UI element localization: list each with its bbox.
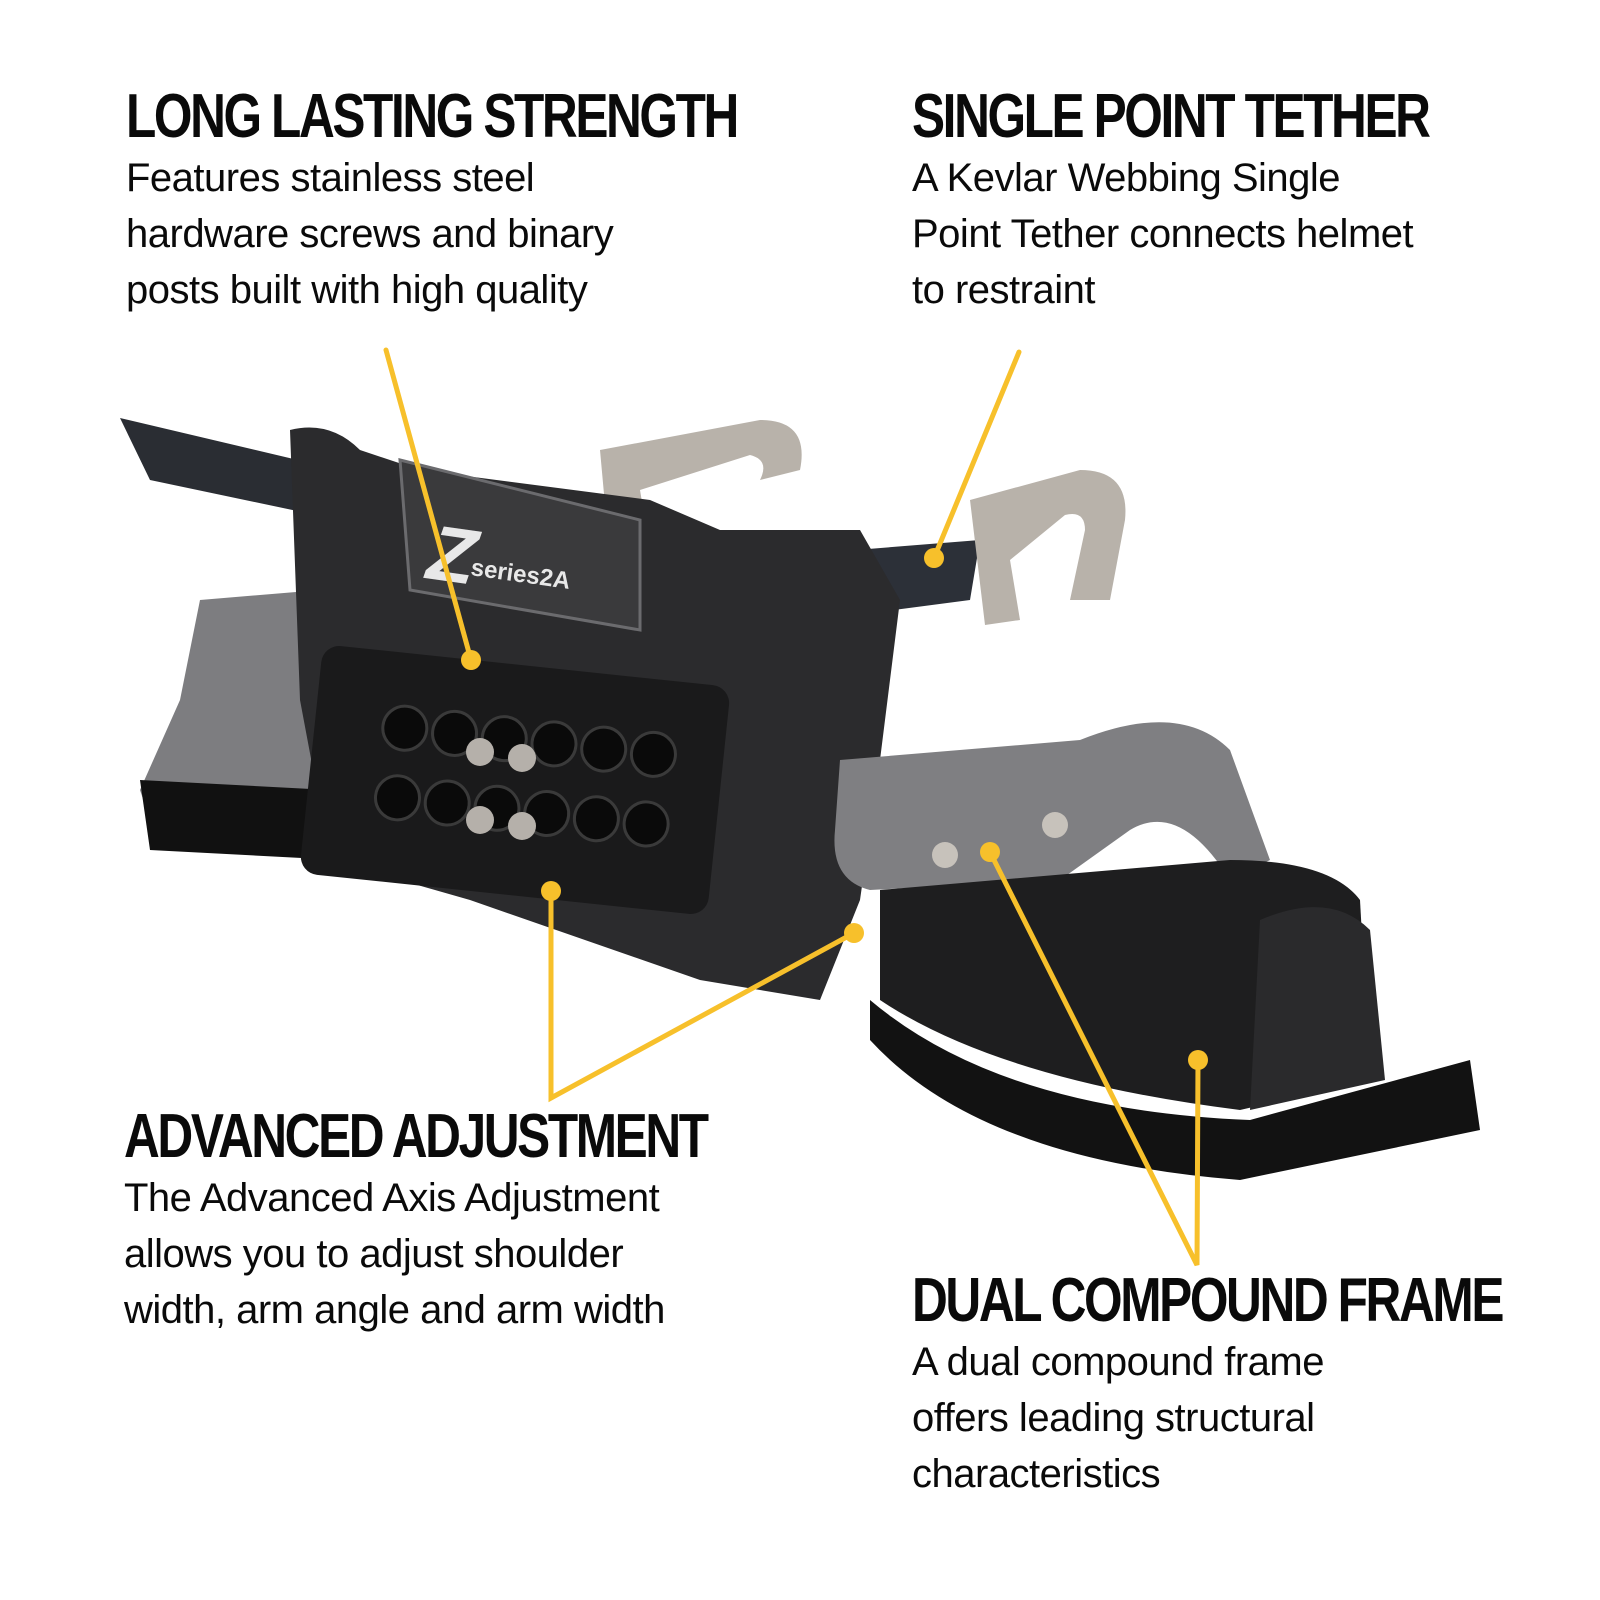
left-pad (140, 780, 340, 860)
right-arm-screws (932, 812, 1068, 868)
feature-long-lasting-strength: LONG LASTING STRENGTH Features stainless… (126, 84, 890, 318)
feature-title: ADVANCED ADJUSTMENT (124, 1102, 709, 1171)
logo-plate (398, 458, 642, 632)
feature-description: The Advanced Axis Adjustment allows you … (124, 1176, 665, 1332)
callout-line-tether (931, 349, 1022, 561)
strap-left (120, 418, 340, 520)
hook-left (600, 420, 802, 560)
adjustment-block (300, 645, 730, 915)
right-end-cap (1250, 907, 1385, 1110)
feature-title: DUAL COMPOUND FRAME (912, 1266, 1504, 1335)
feature-description: A Kevlar Webbing Single Point Tether con… (912, 156, 1414, 312)
right-tray (880, 860, 1370, 1110)
callout-dot-tether (924, 548, 944, 568)
callout-dot-frame-a (980, 842, 1000, 862)
feature-description: Features stainless steel hardware screws… (126, 156, 614, 312)
callout-lines (383, 347, 1201, 1267)
callout-dot-frame-b (1188, 1050, 1208, 1070)
screws (466, 738, 536, 840)
callout-line-adjustment (548, 888, 857, 1103)
feature-title: SINGLE POINT TETHER (912, 82, 1431, 151)
callout-line-strength (383, 347, 474, 663)
right-pad (870, 1000, 1480, 1180)
feature-single-point-tether: SINGLE POINT TETHER A Kevlar Webbing Sin… (912, 84, 1558, 318)
callout-dot-adjustment-a (541, 881, 561, 901)
callout-dot-adjustment-b (844, 923, 864, 943)
feature-description: A dual compound frame offers leading str… (912, 1340, 1324, 1496)
callout-dot-strength (461, 650, 481, 670)
feature-advanced-adjustment: ADVANCED ADJUSTMENT The Advanced Axis Ad… (124, 1104, 852, 1338)
feature-title: LONG LASTING STRENGTH (126, 82, 739, 151)
left-arm (140, 590, 340, 830)
callout-dots (461, 548, 1208, 1070)
hook-right (970, 470, 1126, 625)
callout-line-frame (987, 849, 1201, 1267)
feature-dual-compound-frame: DUAL COMPOUND FRAME A dual compound fram… (912, 1268, 1600, 1502)
